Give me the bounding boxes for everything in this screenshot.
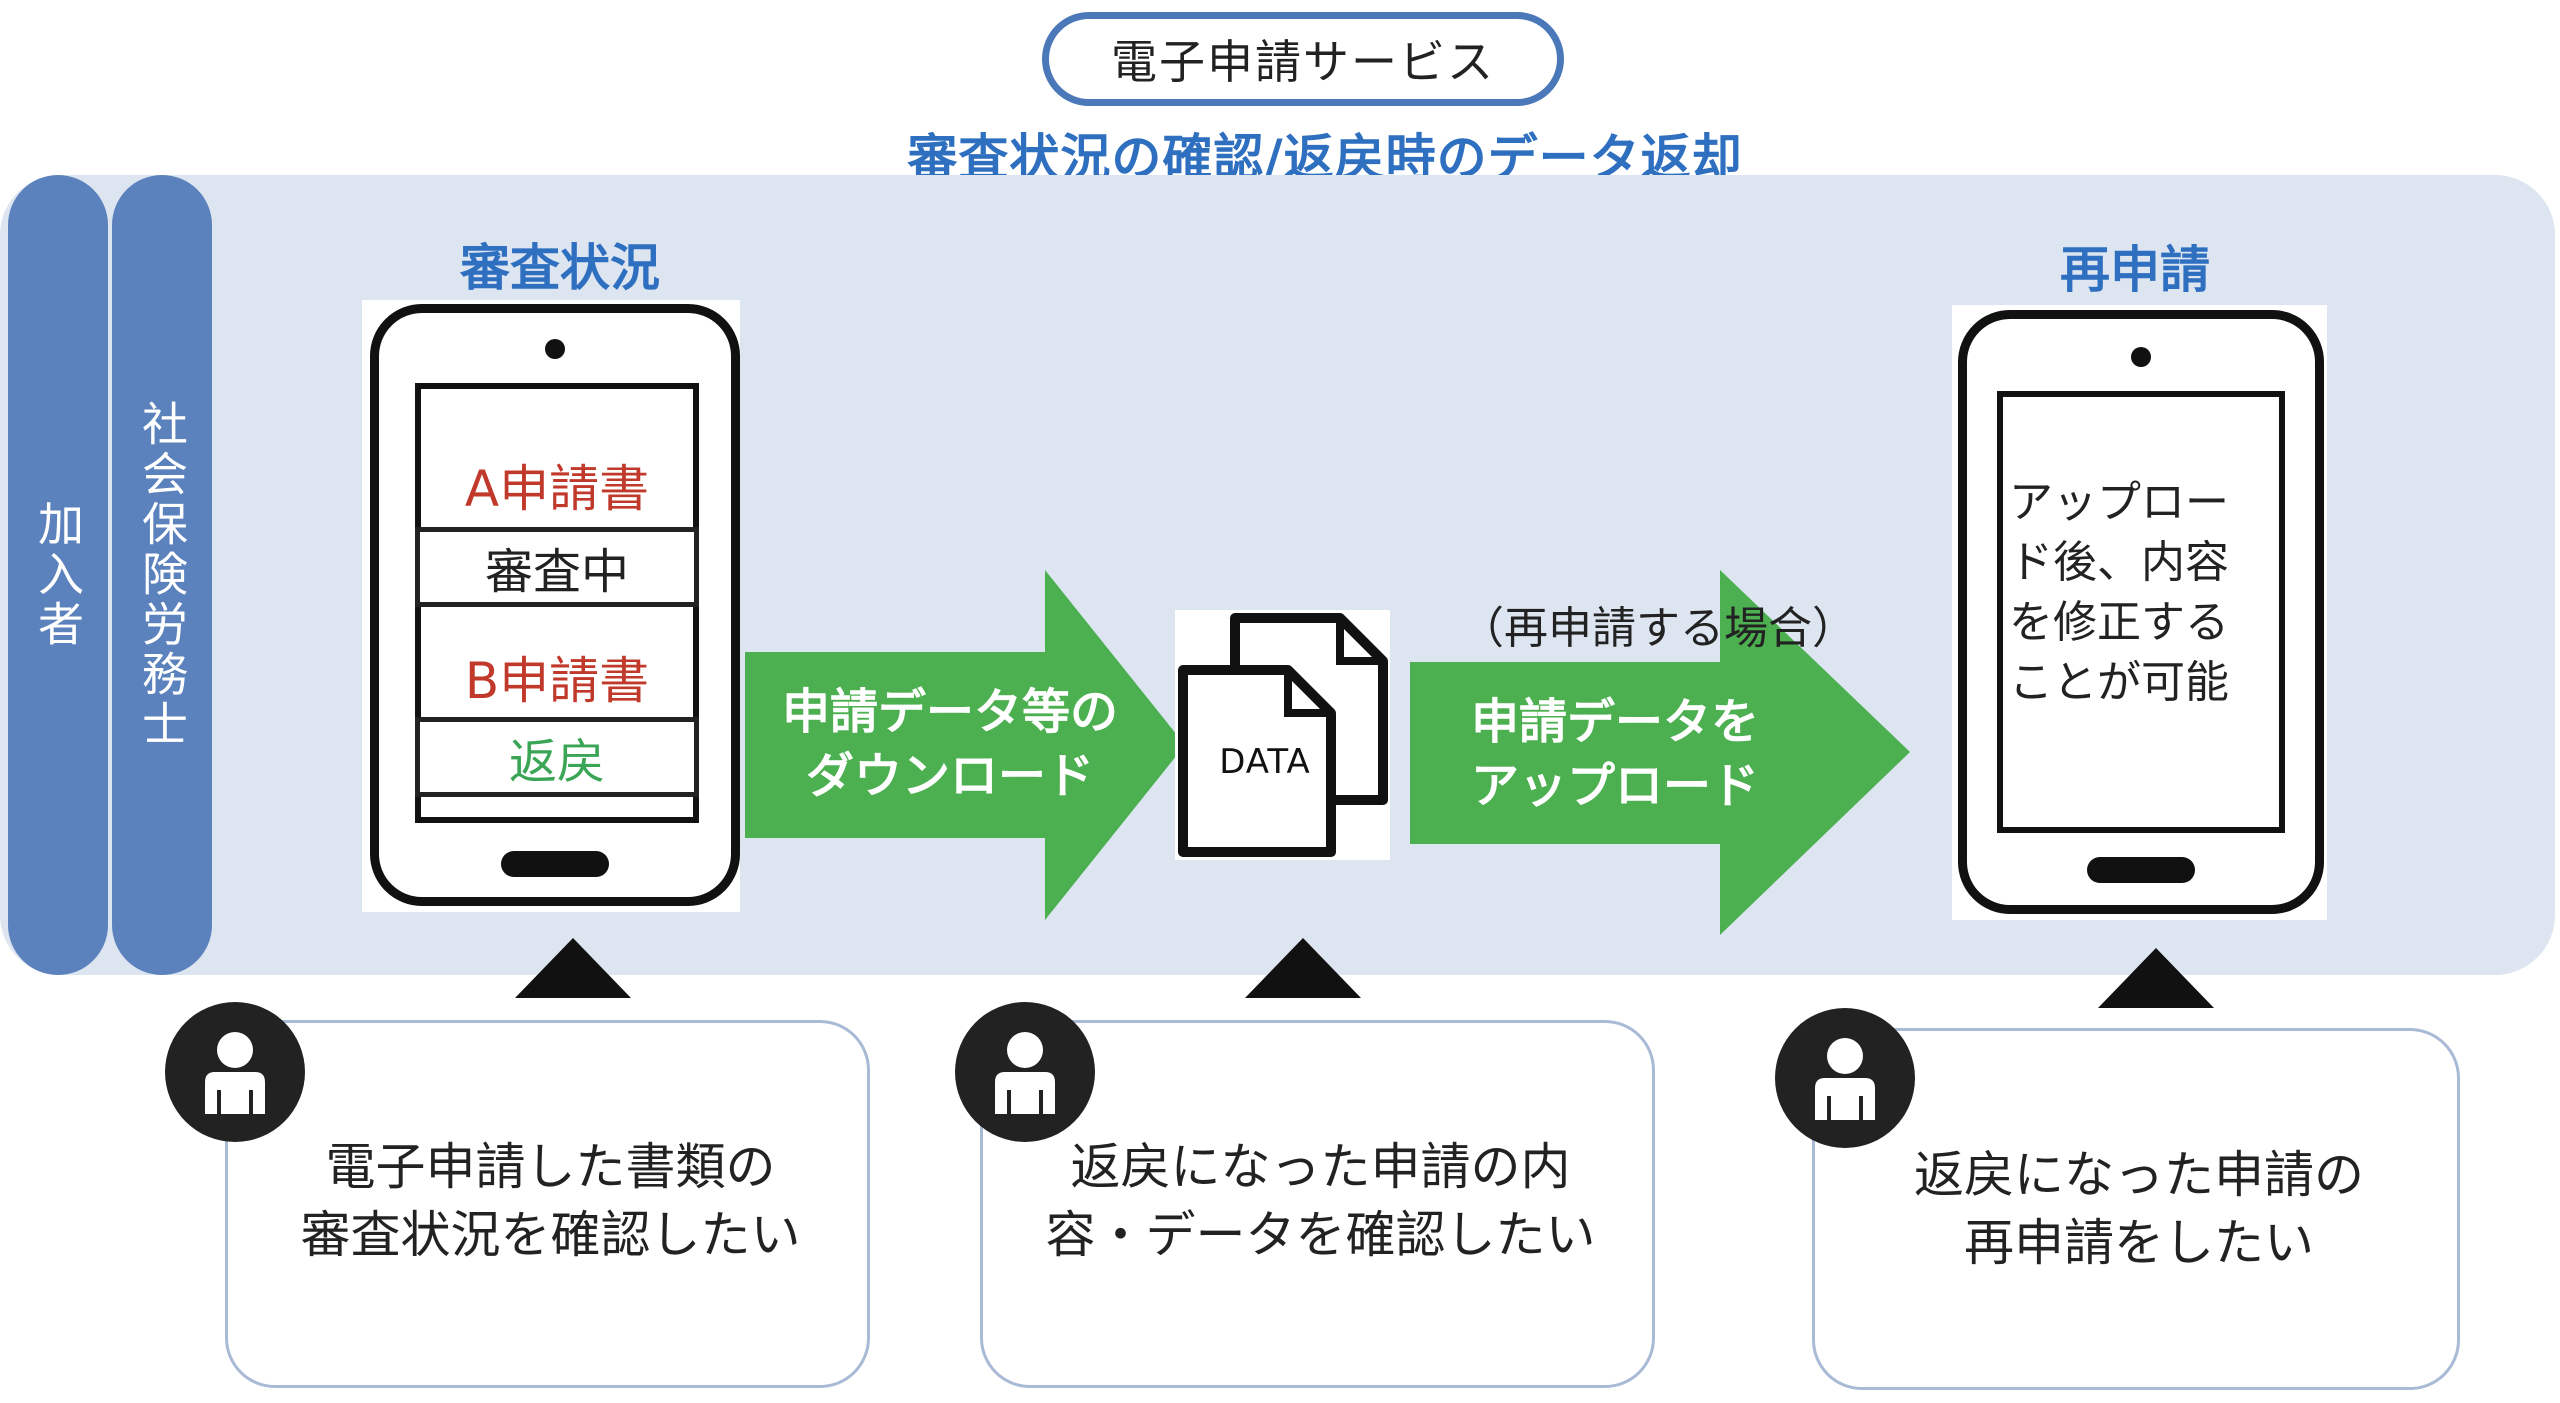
application-a-status: 審査中 [415, 527, 699, 607]
need-bubble-3: 返戻になった申請の 再申請をしたい [1812, 1028, 2460, 1390]
status-section-label: 審査状況 [460, 239, 660, 297]
need-bubble-2-line1: 返戻になった申請の内 [1070, 1138, 1571, 1196]
reapply-screen-line: アップロー [2009, 477, 2229, 528]
phone-camera-icon [545, 339, 565, 359]
reapply-phone: アップロー ド後、内容 を修正する ことが可能 [1958, 310, 2324, 914]
download-arrow-label-2: ダウンロード [805, 748, 1094, 804]
role-bar-labor-consultant: 社会保険労務士 [112, 175, 212, 975]
need-bubble-1-line1: 電子申請した書類の [325, 1138, 776, 1196]
need-bubble-1-line2: 審査状況を確認したい [300, 1206, 801, 1264]
status-phone-screen: A申請書 審査中 B申請書 返戻 [415, 383, 699, 823]
upload-arrow-label-1: 申請データを [1470, 694, 1759, 750]
reapply-note: （再申請する場合） [1460, 603, 1856, 654]
service-title-pill: 電子申請サービス [1042, 12, 1564, 106]
service-title: 電子申請サービス [1111, 35, 1495, 89]
user-avatar-icon [1775, 1008, 1915, 1148]
data-files-icon [1178, 613, 1388, 857]
pointer-triangle-2 [1245, 938, 1361, 998]
status-phone: A申請書 審査中 B申請書 返戻 [370, 304, 740, 906]
phone-home-button-icon [501, 851, 609, 877]
pointer-triangle-3 [2098, 948, 2214, 1008]
reapply-phone-screen: アップロー ド後、内容 を修正する ことが可能 [1997, 391, 2285, 833]
reapply-screen-line: ことが可能 [2009, 657, 2229, 708]
need-bubble-2-line2: 容・データを確認したい [1045, 1206, 1596, 1264]
user-avatar-icon [955, 1002, 1095, 1142]
download-arrow-icon [745, 570, 1185, 920]
need-bubble-1: 電子申請した書類の 審査状況を確認したい [225, 1020, 870, 1388]
application-a-title: A申請書 [464, 460, 650, 518]
need-bubble-3-line2: 再申請をしたい [1964, 1214, 2314, 1272]
reapply-screen-line: ド後、内容 [2009, 537, 2229, 588]
download-arrow-label-1: 申請データ等の [781, 684, 1118, 740]
application-b-title: B申請書 [464, 652, 650, 710]
need-bubble-3-line1: 返戻になった申請の [1914, 1146, 2364, 1204]
reapply-section-label: 再申請 [2060, 241, 2210, 299]
reapply-screen-text: アップロー ド後、内容 を修正する ことが可能 [2009, 473, 2279, 713]
role-label-member: 加入者 [31, 500, 85, 650]
data-label: DATA [1219, 742, 1311, 782]
phone-home-button-icon [2087, 857, 2195, 883]
upload-arrow-label-2: アップロード [1470, 758, 1759, 814]
upload-arrow-icon [1410, 570, 1910, 935]
phone-camera-icon [2131, 347, 2151, 367]
user-avatar-icon [165, 1002, 305, 1142]
application-b-status: 返戻 [415, 717, 699, 797]
pointer-triangle-1 [515, 938, 631, 998]
role-bar-member: 加入者 [8, 175, 108, 975]
role-label-labor-consultant: 社会保険労務士 [135, 400, 189, 750]
reapply-screen-line: を修正する [2009, 597, 2229, 648]
